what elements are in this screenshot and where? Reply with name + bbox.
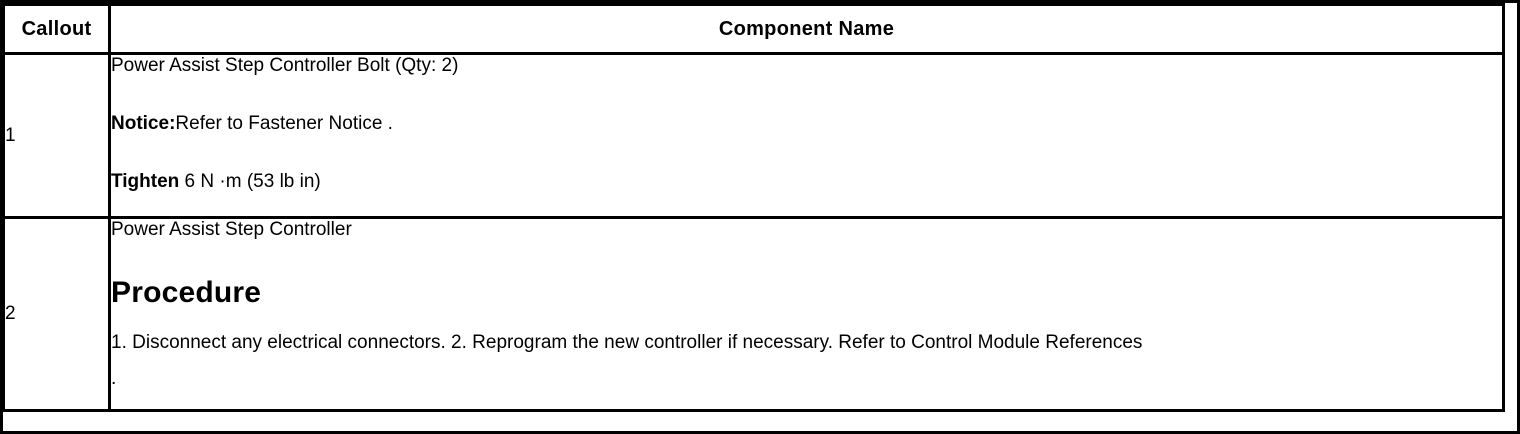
callout-column-header: Callout — [2, 3, 111, 55]
procedure-heading: Procedure — [111, 276, 262, 309]
tighten-line: Tighten 6 N ·m (53 lb in) — [111, 171, 1502, 193]
notice-label: Notice: — [111, 113, 176, 134]
notice-text: Refer to Fastener Notice . — [175, 113, 393, 134]
component-name-column-header: Component Name — [108, 3, 1505, 55]
table-row-callout-1: 1 Power Assist Step Controller Bolt (Qty… — [2, 52, 1505, 219]
procedure-step-text: 1. Disconnect any electrical connectors.… — [111, 332, 1143, 353]
component-title: Power Assist Step Controller Bolt (Qty: … — [111, 55, 459, 76]
component-cell-1: Power Assist Step Controller Bolt (Qty: … — [108, 52, 1505, 219]
tighten-label: Tighten — [111, 171, 180, 192]
table-row-callout-2: 2 Power Assist Step Controller Procedure… — [2, 216, 1505, 412]
component-table: Callout Component Name 1 Power Assist St… — [2, 3, 1505, 412]
callout-number-1: 1 — [2, 52, 111, 219]
table-header-row: Callout Component Name — [2, 3, 1505, 55]
procedure-text-continuation: . — [111, 368, 117, 389]
tighten-spec-text: 6 N ·m (53 lb in) — [179, 171, 321, 192]
component-cell-2: Power Assist Step Controller Procedure 1… — [108, 216, 1505, 412]
callout-number-2: 2 — [2, 216, 111, 412]
component-title: Power Assist Step Controller — [111, 219, 352, 240]
notice-line: Notice:Refer to Fastener Notice . — [111, 113, 1502, 135]
